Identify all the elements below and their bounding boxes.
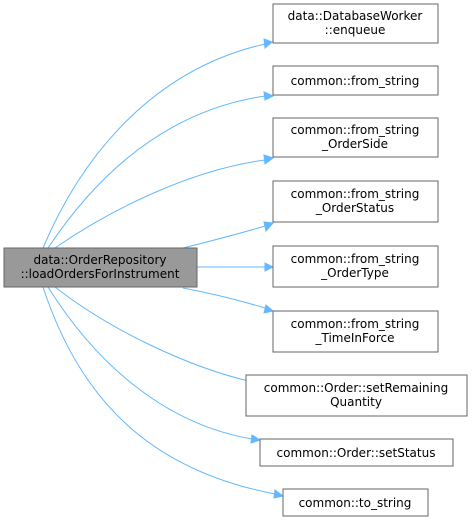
node-label-2: _TimeInForce — [315, 331, 395, 345]
node-label-1: common::Order::setRemaining — [264, 381, 448, 395]
edges — [42, 38, 285, 499]
node-order-setremainingquantity[interactable]: common::Order::setRemaining Quantity — [245, 374, 468, 417]
node-box — [245, 374, 468, 417]
edge-to-order-setstatus — [47, 286, 262, 444]
node-label-1: common::Order::setStatus — [277, 446, 436, 460]
node-from-string-ordertype[interactable]: common::from_string _OrderType — [272, 245, 439, 288]
edge-to-from-string-orderstatus — [182, 221, 275, 249]
edge-to-to-string — [42, 286, 285, 499]
node-from-string-orderstatus[interactable]: common::from_string _OrderStatus — [272, 180, 439, 223]
node-box — [272, 245, 439, 288]
node-label-2: _OrderSide — [321, 137, 388, 151]
node-root-label-2: ::loadOrdersForInstrument — [21, 267, 180, 281]
node-order-setstatus[interactable]: common::Order::setStatus — [259, 438, 454, 467]
node-label-2: Quantity — [330, 395, 382, 409]
node-box — [272, 117, 439, 158]
node-label-1: common::from_string — [291, 123, 420, 137]
edge-to-databaseworker-enqueue — [42, 38, 273, 249]
node-label-1: common::from_string — [291, 187, 420, 201]
node-label-1: common::to_string — [299, 496, 412, 510]
edge-to-from-string-orderside — [54, 154, 275, 249]
node-box — [282, 488, 429, 517]
node-to-string[interactable]: common::to_string — [282, 488, 429, 517]
node-box — [259, 438, 454, 467]
node-databaseworker-enqueue[interactable]: data::DatabaseWorker ::enqueue — [272, 3, 439, 44]
node-root[interactable]: data::OrderRepository ::loadOrdersForIns… — [3, 247, 198, 288]
node-from-string[interactable]: common::from_string — [272, 65, 439, 96]
edge-to-from-string-ordertype — [197, 262, 275, 272]
edge-to-from-string — [47, 91, 275, 249]
node-label-1: common::from_string — [291, 317, 420, 331]
node-from-string-timeinforce[interactable]: common::from_string _TimeInForce — [272, 310, 439, 353]
node-label-2: ::enqueue — [325, 23, 386, 37]
node-root-label-1: data::OrderRepository — [33, 253, 166, 267]
node-label-1: common::from_string — [291, 252, 420, 266]
node-label-2: _OrderStatus — [315, 201, 394, 215]
edge-to-order-setremainingquantity — [54, 286, 263, 387]
node-label-2: _OrderType — [320, 266, 389, 280]
node-box — [272, 180, 439, 223]
node-from-string-orderside[interactable]: common::from_string _OrderSide — [272, 117, 439, 158]
node-root-box — [3, 247, 198, 288]
node-box — [272, 3, 439, 44]
edge-to-from-string-timeinforce — [182, 287, 275, 314]
node-box — [272, 310, 439, 353]
node-label-1: data::DatabaseWorker — [288, 9, 423, 23]
node-label-1: common::from_string — [291, 74, 420, 88]
node-box — [272, 65, 439, 96]
